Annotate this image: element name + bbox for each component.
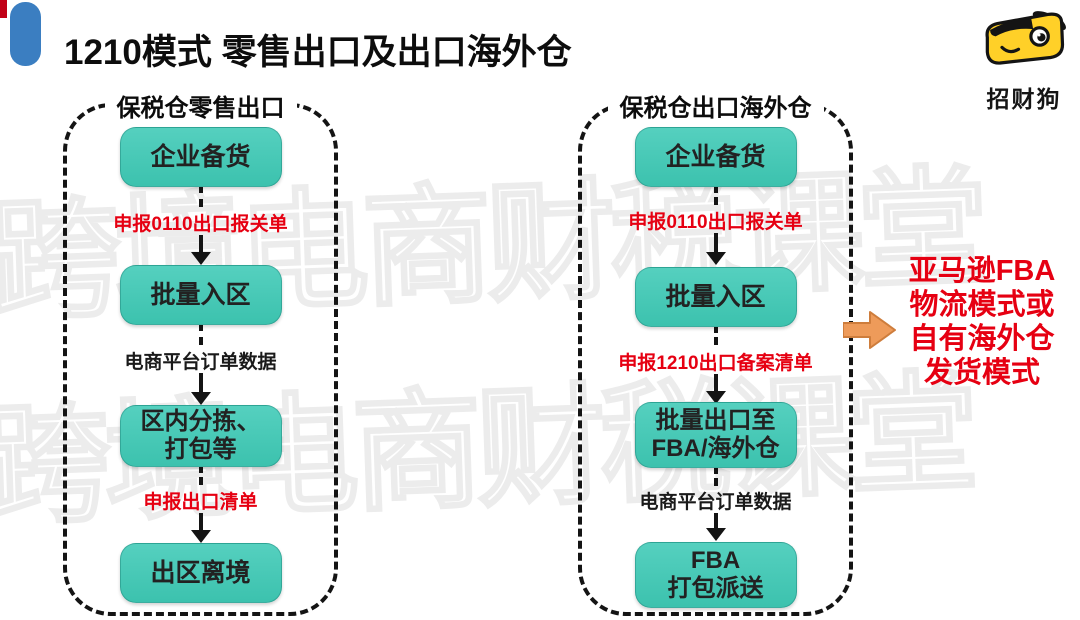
page-title: 1210模式 零售出口及出口海外仓 xyxy=(64,33,572,72)
flow-node: 企业备货 xyxy=(119,127,282,187)
panel-retail-export-title: 保税仓零售出口 xyxy=(104,88,297,123)
flow-node-label: 区内分拣、 xyxy=(140,408,261,435)
panel-overseas-warehouse: 保税仓出口海外仓 企业备货 申报0110出口报关单 批量入区 申报1210出口备… xyxy=(578,88,853,616)
annotation-line: 物流模式或 xyxy=(909,289,1055,321)
corner-accent xyxy=(0,0,7,18)
connector-label: 申报0110出口报关单 xyxy=(113,214,288,235)
panel-retail-export: 保税仓零售出口 企业备货 申报0110出口报关单 批量入区 电商平台订单数据 区… xyxy=(63,88,338,616)
title-accent-bar xyxy=(10,2,41,66)
flow-node-label: 打包派送 xyxy=(667,575,764,602)
annotation-text: 亚马逊FBA 物流模式或 自有海外仓 发货模式 xyxy=(884,254,1080,390)
arrow-down-icon xyxy=(713,513,718,529)
flow-node: 批量出口至 FBA/海外仓 xyxy=(634,402,797,468)
connector-label: 电商平台订单数据 xyxy=(124,352,277,373)
flow-node-label: 出区离境 xyxy=(150,558,251,587)
flow-node: 出区离境 xyxy=(119,543,282,603)
connector-label: 申报0110出口报关单 xyxy=(628,212,803,233)
connector-line xyxy=(713,185,718,205)
flow-node: 企业备货 xyxy=(634,127,797,187)
flow-node-label: 批量出口至 xyxy=(655,407,776,434)
dog-icon xyxy=(985,11,1066,65)
flow-node-label: 企业备货 xyxy=(665,142,766,171)
arrow-down-icon xyxy=(713,233,718,253)
flow-node-label: 打包等 xyxy=(164,436,237,463)
flow-node-label: 批量入区 xyxy=(665,282,766,311)
connector-line xyxy=(198,323,203,345)
flow-node-label: FBA xyxy=(690,547,741,574)
arrow-right-icon xyxy=(843,311,896,349)
arrow-down-icon xyxy=(713,374,718,392)
connector-line xyxy=(713,466,718,486)
connector-line xyxy=(198,185,203,207)
connector-label: 申报出口清单 xyxy=(143,492,258,513)
connector-line xyxy=(713,325,718,345)
arrow-down-icon xyxy=(198,373,203,393)
annotation-line: 亚马逊FBA xyxy=(908,255,1056,287)
flow-node: FBA 打包派送 xyxy=(634,542,797,608)
connector-label: 电商平台订单数据 xyxy=(639,492,792,513)
panel-overseas-warehouse-title: 保税仓出口海外仓 xyxy=(607,88,824,123)
brand-name: 招财狗 xyxy=(986,86,1062,112)
flow-node: 批量入区 xyxy=(119,265,282,325)
flow-node-label: 企业备货 xyxy=(150,142,251,171)
connector-label: 申报1210出口备案清单 xyxy=(618,353,813,374)
arrow-down-icon xyxy=(198,235,203,253)
flow-node: 批量入区 xyxy=(634,267,797,327)
annotation-line: 自有海外仓 xyxy=(909,323,1055,355)
flow-node: 区内分拣、 打包等 xyxy=(119,405,282,467)
flow-node-label: 批量入区 xyxy=(150,280,251,309)
flow-node-label: FBA/海外仓 xyxy=(651,435,780,462)
connector-line xyxy=(198,465,203,485)
arrow-down-icon xyxy=(198,513,203,531)
brand-logo: 招财狗 xyxy=(972,8,1076,114)
annotation-line: 发货模式 xyxy=(923,357,1040,389)
